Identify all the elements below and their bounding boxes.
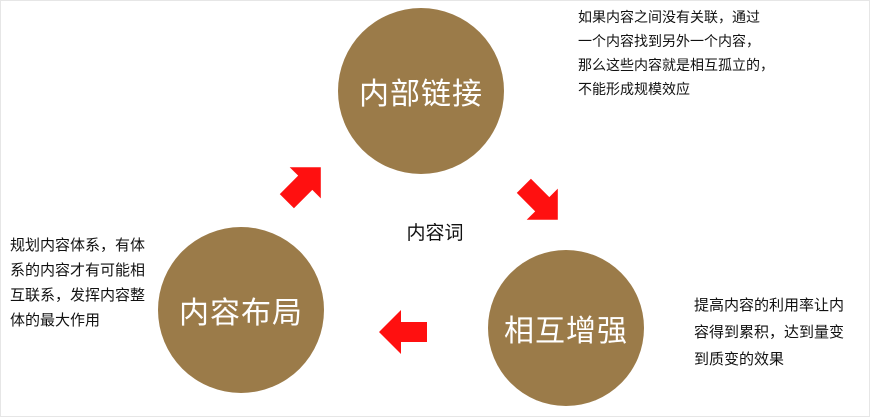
note-line: 规划内容体系，有体: [10, 236, 146, 254]
note-line: 不能形成规模效应: [578, 82, 690, 98]
arrow-left-icon: [379, 310, 427, 354]
note-line: 容得到累积，达到量变: [694, 323, 845, 341]
note-line: 如果内容之间没有关联，通过: [578, 10, 760, 26]
note-line: 互联系，发挥内容整: [10, 286, 146, 304]
node-mutual-enhancement: 相互增强: [488, 250, 644, 406]
arrow-down-right-icon: [516, 178, 558, 220]
note-internal-links: 如果内容之间没有关联，通过 一个内容找到另外一个内容， 那么这些内容就是相互孤立…: [578, 6, 774, 102]
node-internal-links-label: 内部链接: [359, 77, 483, 112]
node-content-layout: 内容布局: [158, 227, 324, 393]
note-line: 体的最大作用: [10, 311, 101, 329]
note-line: 提高内容的利用率让内: [694, 296, 845, 314]
node-internal-links: 内部链接: [338, 8, 504, 174]
note-line: 那么这些内容就是相互孤立的，: [578, 58, 774, 74]
node-content-layout-label: 内容布局: [179, 296, 303, 331]
note-line: 系的内容才有可能相: [10, 261, 146, 279]
note-content-layout: 规划内容体系，有体 系的内容才有可能相 互联系，发挥内容整 体的最大作用: [10, 233, 145, 333]
center-label: 内容词: [406, 222, 464, 244]
node-mutual-enhancement-label: 相互增强: [504, 314, 628, 349]
note-line: 一个内容找到另外一个内容，: [578, 34, 760, 50]
note-mutual-enhancement: 提高内容的利用率让内 容得到累积，达到量变 到质变的效果: [694, 292, 844, 373]
arrow-up-right-icon: [279, 167, 321, 209]
note-line: 到质变的效果: [694, 350, 785, 368]
